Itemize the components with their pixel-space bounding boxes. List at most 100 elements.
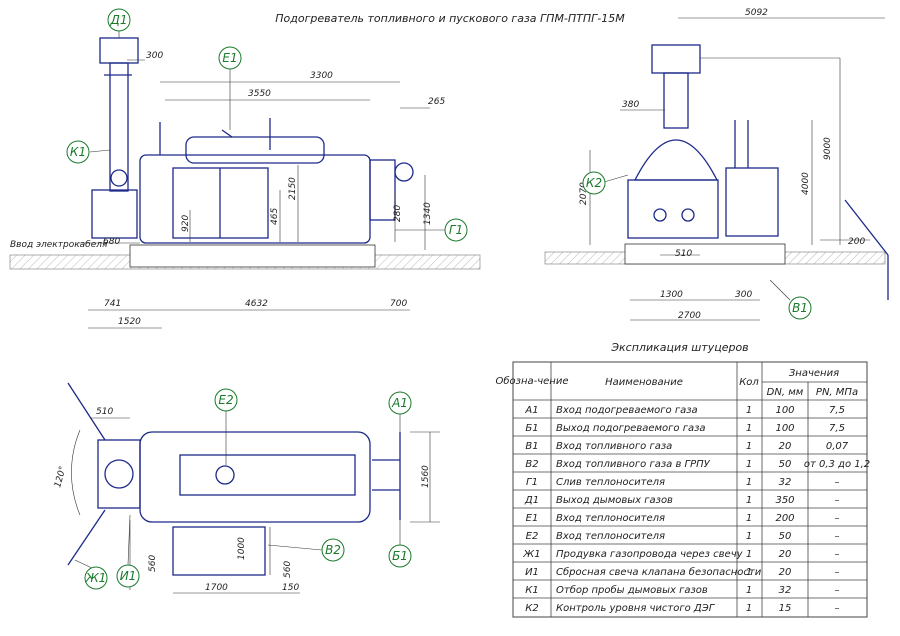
side-dim-4: 2150 bbox=[288, 177, 298, 200]
front-shell-dome bbox=[633, 139, 719, 181]
top-view: 510 120° 1560 1000 560 560 1700 150 Е2 А… bbox=[53, 382, 440, 594]
table-cell-dn: 100 bbox=[775, 423, 794, 434]
top-dim-0: 510 bbox=[96, 407, 113, 417]
table-cell-qty: 1 bbox=[746, 549, 752, 560]
front-foundation bbox=[624, 243, 786, 265]
top-dim-2: 1560 bbox=[421, 465, 431, 488]
table-cell-pn: 7,5 bbox=[829, 405, 845, 416]
th-values: Значения bbox=[789, 368, 839, 379]
front-dim-3: 4000 bbox=[801, 172, 811, 195]
table-cell-dn: 100 bbox=[775, 405, 794, 416]
explication-title: Экспликация штуцеров bbox=[610, 341, 748, 354]
table-cell-name: Вход подогреваемого газа bbox=[556, 405, 698, 416]
side-expansion-tank bbox=[185, 136, 325, 164]
table-cell-dn: 32 bbox=[779, 585, 792, 596]
table-cell-qty: 1 bbox=[746, 459, 752, 470]
table-cell-pn: – bbox=[835, 549, 840, 560]
table-cell-pn: от 0,3 до 1,2 bbox=[804, 459, 870, 470]
explication-table bbox=[512, 361, 868, 618]
balloon-v2: В2 bbox=[325, 543, 341, 557]
side-dim-2: 3550 bbox=[248, 89, 271, 99]
table-cell-code: В2 bbox=[525, 459, 538, 470]
table-cell-dn: 20 bbox=[779, 441, 792, 452]
side-view: 300 3300 3550 265 2150 465 920 280 1340 … bbox=[9, 8, 481, 329]
top-dim-1: 120° bbox=[53, 465, 68, 489]
balloon-k2: К2 bbox=[586, 176, 602, 190]
balloon-v1: В1 bbox=[792, 301, 808, 315]
balloon-e2: Е2 bbox=[218, 393, 233, 407]
drawing-title: Подогреватель топливного и пускового газ… bbox=[275, 12, 625, 25]
table-cell-pn: – bbox=[835, 477, 840, 488]
cable-label: Ввод электрокабеля bbox=[10, 240, 108, 250]
balloon-d1: Д1 bbox=[109, 13, 127, 27]
front-body bbox=[627, 179, 719, 239]
balloon-a1: А1 bbox=[391, 396, 408, 410]
table-cell-qty: 1 bbox=[746, 441, 752, 452]
front-tank bbox=[725, 167, 779, 237]
side-foundation bbox=[129, 244, 376, 268]
front-dim-5: 200 bbox=[848, 237, 865, 247]
table-cell-dn: 200 bbox=[775, 513, 794, 524]
front-dim-8: 300 bbox=[735, 290, 752, 300]
side-dim-3: 265 bbox=[428, 97, 445, 107]
table-cell-dn: 15 bbox=[779, 603, 792, 614]
th-name: Наименование bbox=[605, 377, 683, 388]
table-cell-code: В1 bbox=[525, 441, 538, 452]
table-cell-qty: 1 bbox=[746, 603, 752, 614]
table-cell-pn: – bbox=[835, 567, 840, 578]
side-chimney-cap bbox=[99, 37, 139, 64]
table-cell-dn: 32 bbox=[779, 477, 792, 488]
table-cell-pn: 7,5 bbox=[829, 423, 845, 434]
table-cell-code: К2 bbox=[525, 603, 538, 614]
table-cell-dn: 20 bbox=[779, 567, 792, 578]
table-cell-code: Д1 bbox=[524, 495, 539, 506]
side-control-cabinet bbox=[91, 189, 138, 239]
table-cell-name: Сбросная свеча клапана безопасности bbox=[556, 566, 762, 578]
top-front-block bbox=[97, 439, 141, 509]
table-cell-pn: – bbox=[835, 531, 840, 542]
th-qty: Кол bbox=[739, 377, 759, 388]
table-cell-name: Отбор пробы дымовых газов bbox=[556, 584, 708, 596]
table-cell-name: Выход подогреваемого газа bbox=[556, 423, 706, 434]
table-cell-code: Е1 bbox=[526, 513, 539, 524]
table-cell-qty: 1 bbox=[746, 585, 752, 596]
table-cell-code: Ж1 bbox=[522, 549, 540, 560]
side-dim-11: 4632 bbox=[245, 299, 268, 309]
front-dim-7: 1300 bbox=[660, 290, 683, 300]
table-cell-name: Контроль уровня чистого ДЭГ bbox=[556, 603, 716, 614]
front-dim-0: 5092 bbox=[745, 8, 768, 18]
table-cell-name: Вход теплоносителя bbox=[556, 513, 665, 524]
side-dim-7: 280 bbox=[393, 205, 403, 222]
table-cell-pn: 0,07 bbox=[826, 441, 849, 452]
table-cell-name: Выход дымовых газов bbox=[556, 495, 673, 506]
top-inner-window bbox=[179, 454, 356, 496]
side-dim-12: 700 bbox=[390, 299, 407, 309]
side-dim-9: 680 bbox=[103, 237, 120, 247]
side-chimney bbox=[109, 62, 129, 192]
table-cell-dn: 50 bbox=[779, 459, 792, 470]
balloon-zh1: Ж1 bbox=[85, 571, 107, 585]
top-grpu-tank bbox=[172, 526, 266, 576]
top-dim-6: 1700 bbox=[205, 583, 228, 593]
table-cell-qty: 1 bbox=[746, 477, 752, 488]
table-cell-code: Е2 bbox=[526, 531, 539, 542]
front-dim-1: 380 bbox=[622, 100, 639, 110]
top-dim-7: 150 bbox=[282, 583, 299, 593]
front-dim-4: 2070 bbox=[579, 182, 589, 205]
table-cell-pn: – bbox=[835, 603, 840, 614]
table-cell-dn: 20 bbox=[779, 549, 792, 560]
balloon-k1: К1 bbox=[70, 145, 86, 159]
balloon-g1: Г1 bbox=[449, 223, 463, 237]
table-cell-qty: 1 bbox=[746, 495, 752, 506]
front-dim-9: 2700 bbox=[678, 311, 701, 321]
table-cell-qty: 1 bbox=[746, 405, 752, 416]
front-dim-2: 9000 bbox=[823, 137, 833, 160]
th-designation: Обозна-чение bbox=[496, 375, 569, 387]
balloon-e1: Е1 bbox=[222, 51, 237, 65]
table-cell-pn: – bbox=[835, 513, 840, 524]
table-cell-qty: 1 bbox=[746, 423, 752, 434]
front-chimney bbox=[663, 72, 689, 129]
top-dim-5: 560 bbox=[283, 561, 293, 578]
